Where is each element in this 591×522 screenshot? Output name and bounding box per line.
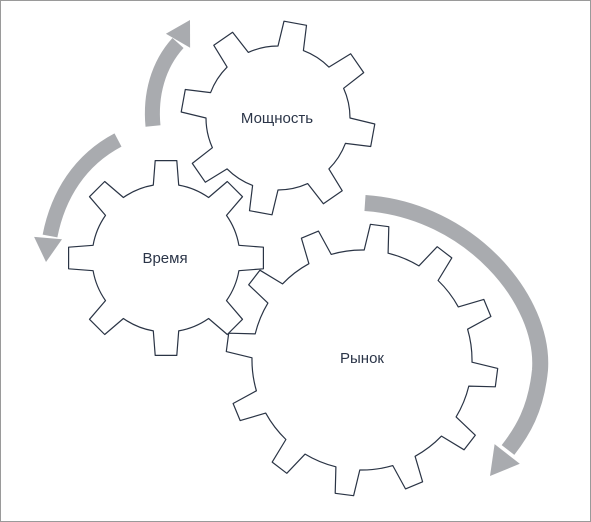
gears-layer	[68, 20, 499, 497]
gear-power	[180, 20, 376, 216]
arrows-layer	[34, 20, 549, 476]
cycle-arrow-right	[364, 195, 549, 455]
cycle-arrow-left	[42, 133, 122, 238]
gear-market	[225, 223, 499, 497]
gear-label-power: Мощность	[241, 110, 313, 127]
cycle-arrow-top	[144, 37, 184, 127]
gear-time	[68, 160, 264, 356]
gear-label-market: Рынок	[340, 350, 384, 367]
gear-label-time: Время	[142, 250, 187, 267]
cycle-arrow-right-head	[490, 444, 520, 476]
cycle-arrow-top-head	[165, 20, 191, 48]
cycle-arrow-left-head	[34, 236, 62, 262]
